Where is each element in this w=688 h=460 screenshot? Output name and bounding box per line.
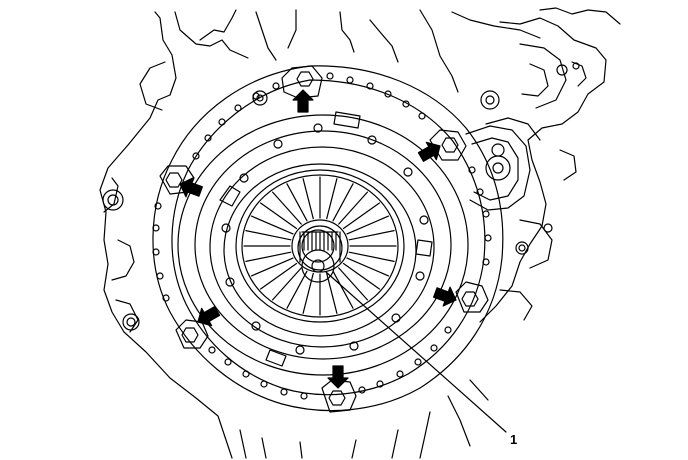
starter-gear-assembly [465,117,541,211]
spring-finger [286,270,308,309]
input-shaft-hub [297,225,343,283]
flange-bolt-lugs [159,65,489,413]
spring-finger [342,262,380,290]
spring-finger [302,272,314,314]
bolt-arrow-icon [197,306,221,327]
callout-leader-line [325,271,507,433]
spring-finger [342,202,380,230]
bolt-arrow-icon [179,177,203,198]
spring-finger [250,257,294,277]
bolt-arrow-icon [433,286,457,307]
spring-finger [346,215,390,235]
spring-finger [260,202,298,230]
spring-finger [260,262,298,290]
bolt-arrow-icon [327,365,349,389]
engine-block-outline [99,7,621,459]
bolt-arrow-icon [292,89,314,113]
pressure-plate-cover [219,111,433,367]
spring-finger [272,191,302,225]
spring-finger [286,183,308,222]
spring-finger [302,178,314,220]
spring-finger [332,183,354,222]
spring-finger [348,230,395,241]
bolt-arrows [179,89,457,389]
spring-finger [326,178,338,220]
spring-finger [332,270,354,309]
spring-finger [326,272,338,314]
spring-finger [338,267,368,301]
callout-label: 1 [510,432,517,447]
spring-finger [346,257,390,277]
spring-finger [338,191,368,225]
spring-finger [245,230,292,241]
spring-finger [272,267,302,301]
bolt-arrow-icon [417,141,441,162]
flywheel-holes [152,72,492,400]
spring-finger [250,215,294,235]
diaphragm-spring [235,169,405,323]
spring-finger [245,251,292,262]
callout-1: 1 [325,271,517,447]
spring-finger [348,251,395,262]
